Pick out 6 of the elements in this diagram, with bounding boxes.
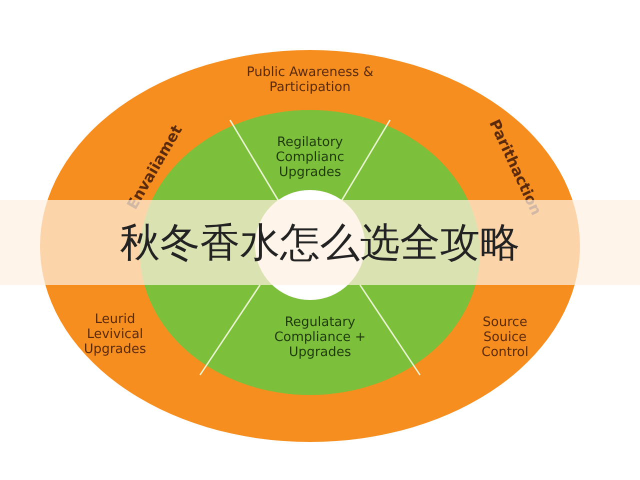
segment-label: Public Awareness & Participation <box>246 65 374 95</box>
segment-label: Regilatory Complianc Upgrades <box>274 135 346 180</box>
segment-label: Source Souice Control <box>480 315 530 360</box>
segment-label: Leurid Levivical Upgrades <box>82 312 148 357</box>
title: 秋冬香水怎么选全攻略 <box>120 219 520 268</box>
segment-label: Regulatary Compliance + Upgrades <box>273 315 367 360</box>
